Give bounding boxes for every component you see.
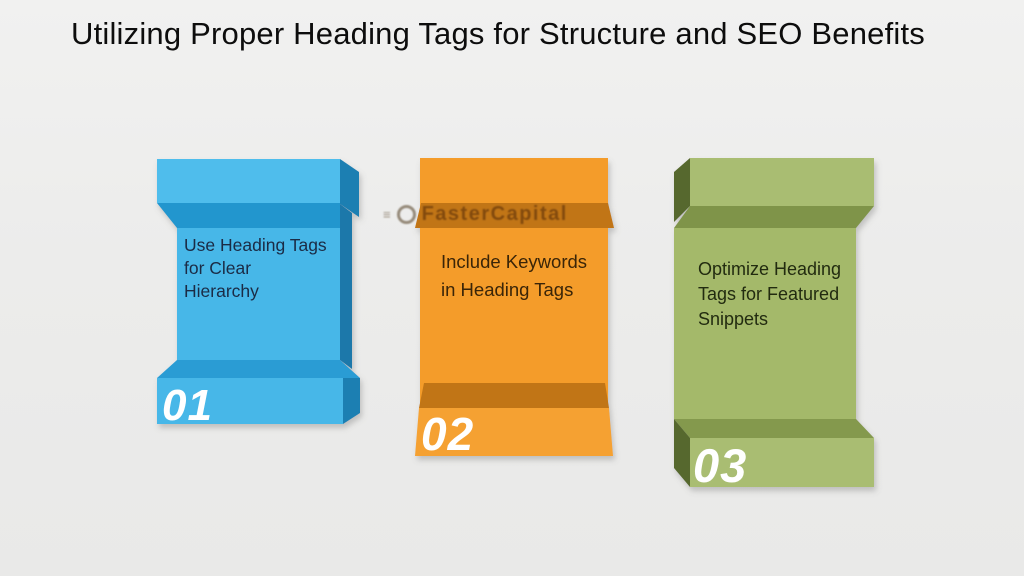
- step2-bottom-fold: [419, 383, 609, 408]
- step1-body-side-facet: [340, 204, 352, 369]
- step3-top-band-side-facet: [674, 158, 690, 222]
- step3-label: Optimize Heading Tags for Featured Snipp…: [698, 259, 842, 329]
- step1-top-band: [157, 159, 340, 203]
- step-card-1: [157, 159, 360, 424]
- step2-top-fold: [415, 203, 614, 228]
- step1-bottom-fold: [157, 360, 360, 378]
- step1-bottom-band-side-facet: [343, 378, 360, 424]
- step1-top-band-side-facet: [340, 159, 359, 217]
- step1-top-fold: [157, 203, 340, 228]
- step1-bottom-band: [157, 378, 343, 424]
- step2-bottom-band: [415, 408, 613, 456]
- step1-number: 01: [162, 381, 213, 430]
- step-card-2: [415, 158, 614, 456]
- step-card-3: [674, 158, 874, 487]
- step2-label: Include Keywords in Heading Tags: [441, 251, 588, 300]
- step3-number: 03: [693, 439, 748, 492]
- step3-body: [674, 228, 856, 419]
- page-title: Utilizing Proper Heading Tags for Struct…: [70, 16, 926, 51]
- step3-bottom-fold: [674, 419, 874, 438]
- step1-body: [177, 228, 340, 360]
- step2-number: 02: [421, 408, 475, 460]
- step1-label: Use Heading Tags for Clear Hierarchy: [184, 235, 327, 301]
- step3-bottom-band-side-facet: [674, 419, 690, 487]
- step3-bottom-band: [690, 438, 874, 487]
- step3-top-fold: [674, 206, 874, 228]
- step3-top-band: [690, 158, 874, 206]
